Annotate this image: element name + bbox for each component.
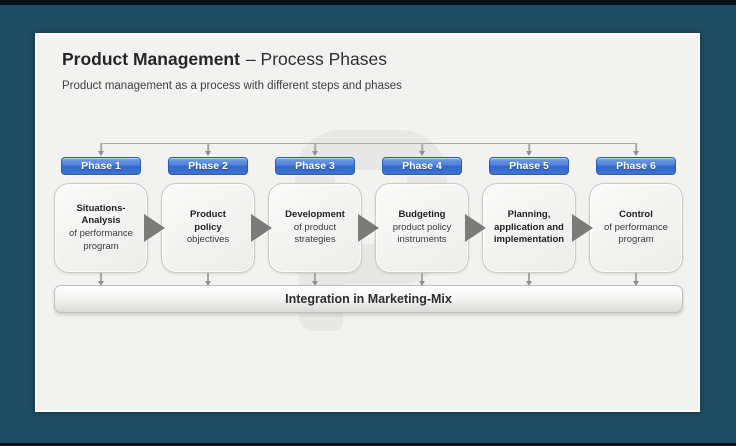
step-box-2: Product policy objectives bbox=[161, 183, 255, 273]
flow-arrow-right-icon bbox=[572, 214, 593, 242]
connector-stub bbox=[528, 273, 530, 281]
top-edge-strip bbox=[0, 0, 736, 5]
connector-drop bbox=[207, 143, 209, 152]
connector-drop bbox=[100, 143, 102, 152]
phase-5-button: Phase 5 bbox=[489, 157, 569, 175]
step-box-1: Situations- Analysis of performance prog… bbox=[54, 183, 148, 273]
arrow-down-icon bbox=[419, 151, 425, 156]
slide-title-suffix: – Process Phases bbox=[245, 49, 387, 69]
phase-column-2: Phase 2 Product policy objectives bbox=[161, 143, 255, 286]
arrow-down-icon bbox=[98, 151, 104, 156]
phase-column-4: Phase 4 Budgeting product policy instrum… bbox=[375, 143, 469, 286]
phase-6-button: Phase 6 bbox=[596, 157, 676, 175]
arrow-down-icon bbox=[526, 281, 532, 286]
flow-arrow-right-icon bbox=[251, 214, 272, 242]
step-box-3: Development of product strategies bbox=[268, 183, 362, 273]
connector-stub bbox=[421, 273, 423, 281]
connector-drop bbox=[421, 143, 423, 152]
step-description: product policy instruments bbox=[392, 221, 452, 246]
arrow-down-icon bbox=[312, 281, 318, 286]
slide-subtitle: Product management as a process with dif… bbox=[62, 80, 402, 92]
arrow-down-icon bbox=[633, 151, 639, 156]
step-title: Situations- Analysis bbox=[76, 202, 126, 227]
arrow-down-icon bbox=[526, 151, 532, 156]
phase-column-1: Phase 1 Situations- Analysis of performa… bbox=[54, 143, 148, 286]
integration-bar: Integration in Marketing-Mix bbox=[54, 285, 683, 313]
flow-arrow-right-icon bbox=[465, 214, 486, 242]
step-description: of performance program bbox=[69, 228, 133, 252]
connector-drop bbox=[314, 143, 316, 152]
process-columns: Phase 1 Situations- Analysis of performa… bbox=[54, 143, 683, 286]
slide-title-main: Product Management bbox=[62, 49, 240, 69]
step-title: Product policy bbox=[190, 209, 226, 233]
connector-stub bbox=[314, 273, 316, 281]
arrow-down-icon bbox=[633, 281, 639, 286]
arrow-down-icon bbox=[98, 281, 104, 286]
connector-stub bbox=[100, 273, 102, 281]
step-description: of performance program bbox=[604, 221, 668, 246]
arrow-down-icon bbox=[419, 281, 425, 286]
arrow-down-icon bbox=[205, 281, 211, 286]
phase-connector-line bbox=[101, 143, 636, 144]
connector-stub bbox=[207, 273, 209, 281]
step-description: objectives bbox=[186, 234, 230, 246]
phase-3-button: Phase 3 bbox=[275, 157, 355, 175]
phase-column-3: Phase 3 Development of product strategie… bbox=[268, 143, 362, 286]
bottom-edge-strip bbox=[0, 443, 736, 446]
step-box-5: Planning, application and implementation bbox=[482, 183, 576, 273]
arrow-down-icon bbox=[312, 151, 318, 156]
connector-drop bbox=[528, 143, 530, 152]
flow-arrow-right-icon bbox=[144, 214, 165, 242]
slide-title: Product Management– Process Phases bbox=[62, 49, 387, 70]
phase-column-6: Phase 6 Control of performance program bbox=[589, 143, 683, 286]
step-title: Planning, application and implementation bbox=[493, 209, 565, 246]
connector-drop bbox=[635, 143, 637, 152]
phase-column-5: Phase 5 Planning, application and implem… bbox=[482, 143, 576, 286]
arrow-down-icon bbox=[205, 151, 211, 156]
phase-2-button: Phase 2 bbox=[168, 157, 248, 175]
step-description: of product strategies bbox=[293, 221, 337, 246]
step-box-4: Budgeting product policy instruments bbox=[375, 183, 469, 273]
presentation-slide: Product Management– Process Phases Produ… bbox=[35, 33, 700, 412]
step-box-6: Control of performance program bbox=[589, 183, 683, 273]
phase-1-button: Phase 1 bbox=[61, 157, 141, 175]
step-title: Control bbox=[619, 209, 653, 221]
flow-arrow-right-icon bbox=[358, 214, 379, 242]
connector-stub bbox=[635, 273, 637, 281]
phase-4-button: Phase 4 bbox=[382, 157, 462, 175]
step-title: Budgeting bbox=[398, 209, 446, 221]
step-title: Development bbox=[285, 209, 345, 221]
